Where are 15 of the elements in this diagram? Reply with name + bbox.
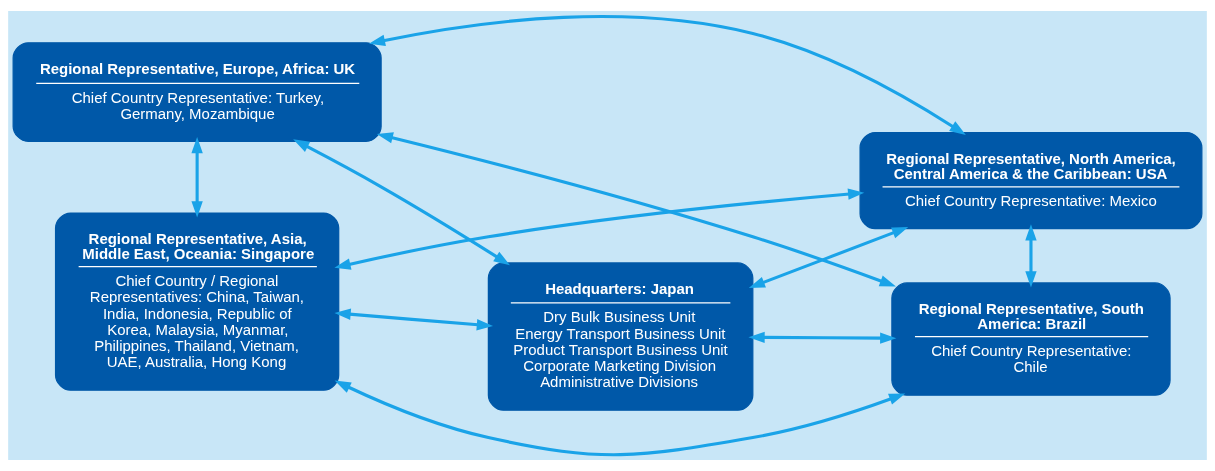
node-box: Regional Representative, South America: Brazil Chief Country Representative: Chile [891, 282, 1171, 396]
node-box: Headquarters: Japan Dry Bulk Business Unit Energy Transport Business Unit Product Transport Business Unit Corporate Marketing Division Administrative Divisions [487, 262, 754, 411]
arrow [1025, 224, 1037, 288]
arrow [748, 227, 909, 289]
arrow [334, 188, 865, 270]
node-box: Regional Representative, Asia, Middle East, Oceania: Singapore Chief Country / Regional Representatives: China, Taiwan, India, Indonesia, Republic of Korea, Malaysia, Myanmar, Philippines, Thailand, Vietnam, UAE, Australia, Hong Kong [54, 212, 340, 391]
arrow [293, 139, 510, 266]
arrow [334, 308, 494, 331]
arrow [191, 136, 203, 218]
arrow [334, 380, 906, 457]
arrow [376, 132, 896, 287]
arrow [748, 331, 897, 344]
arrow [368, 15, 966, 135]
node-box: Regional Representative, Europe, Africa: UK Chief Country Representative: Turkey, Germany, Mozambique [12, 42, 382, 142]
node-box: Regional Representative, North America, Central America & the Caribbean: USA Chief Country Representative: Mexico [859, 132, 1203, 230]
